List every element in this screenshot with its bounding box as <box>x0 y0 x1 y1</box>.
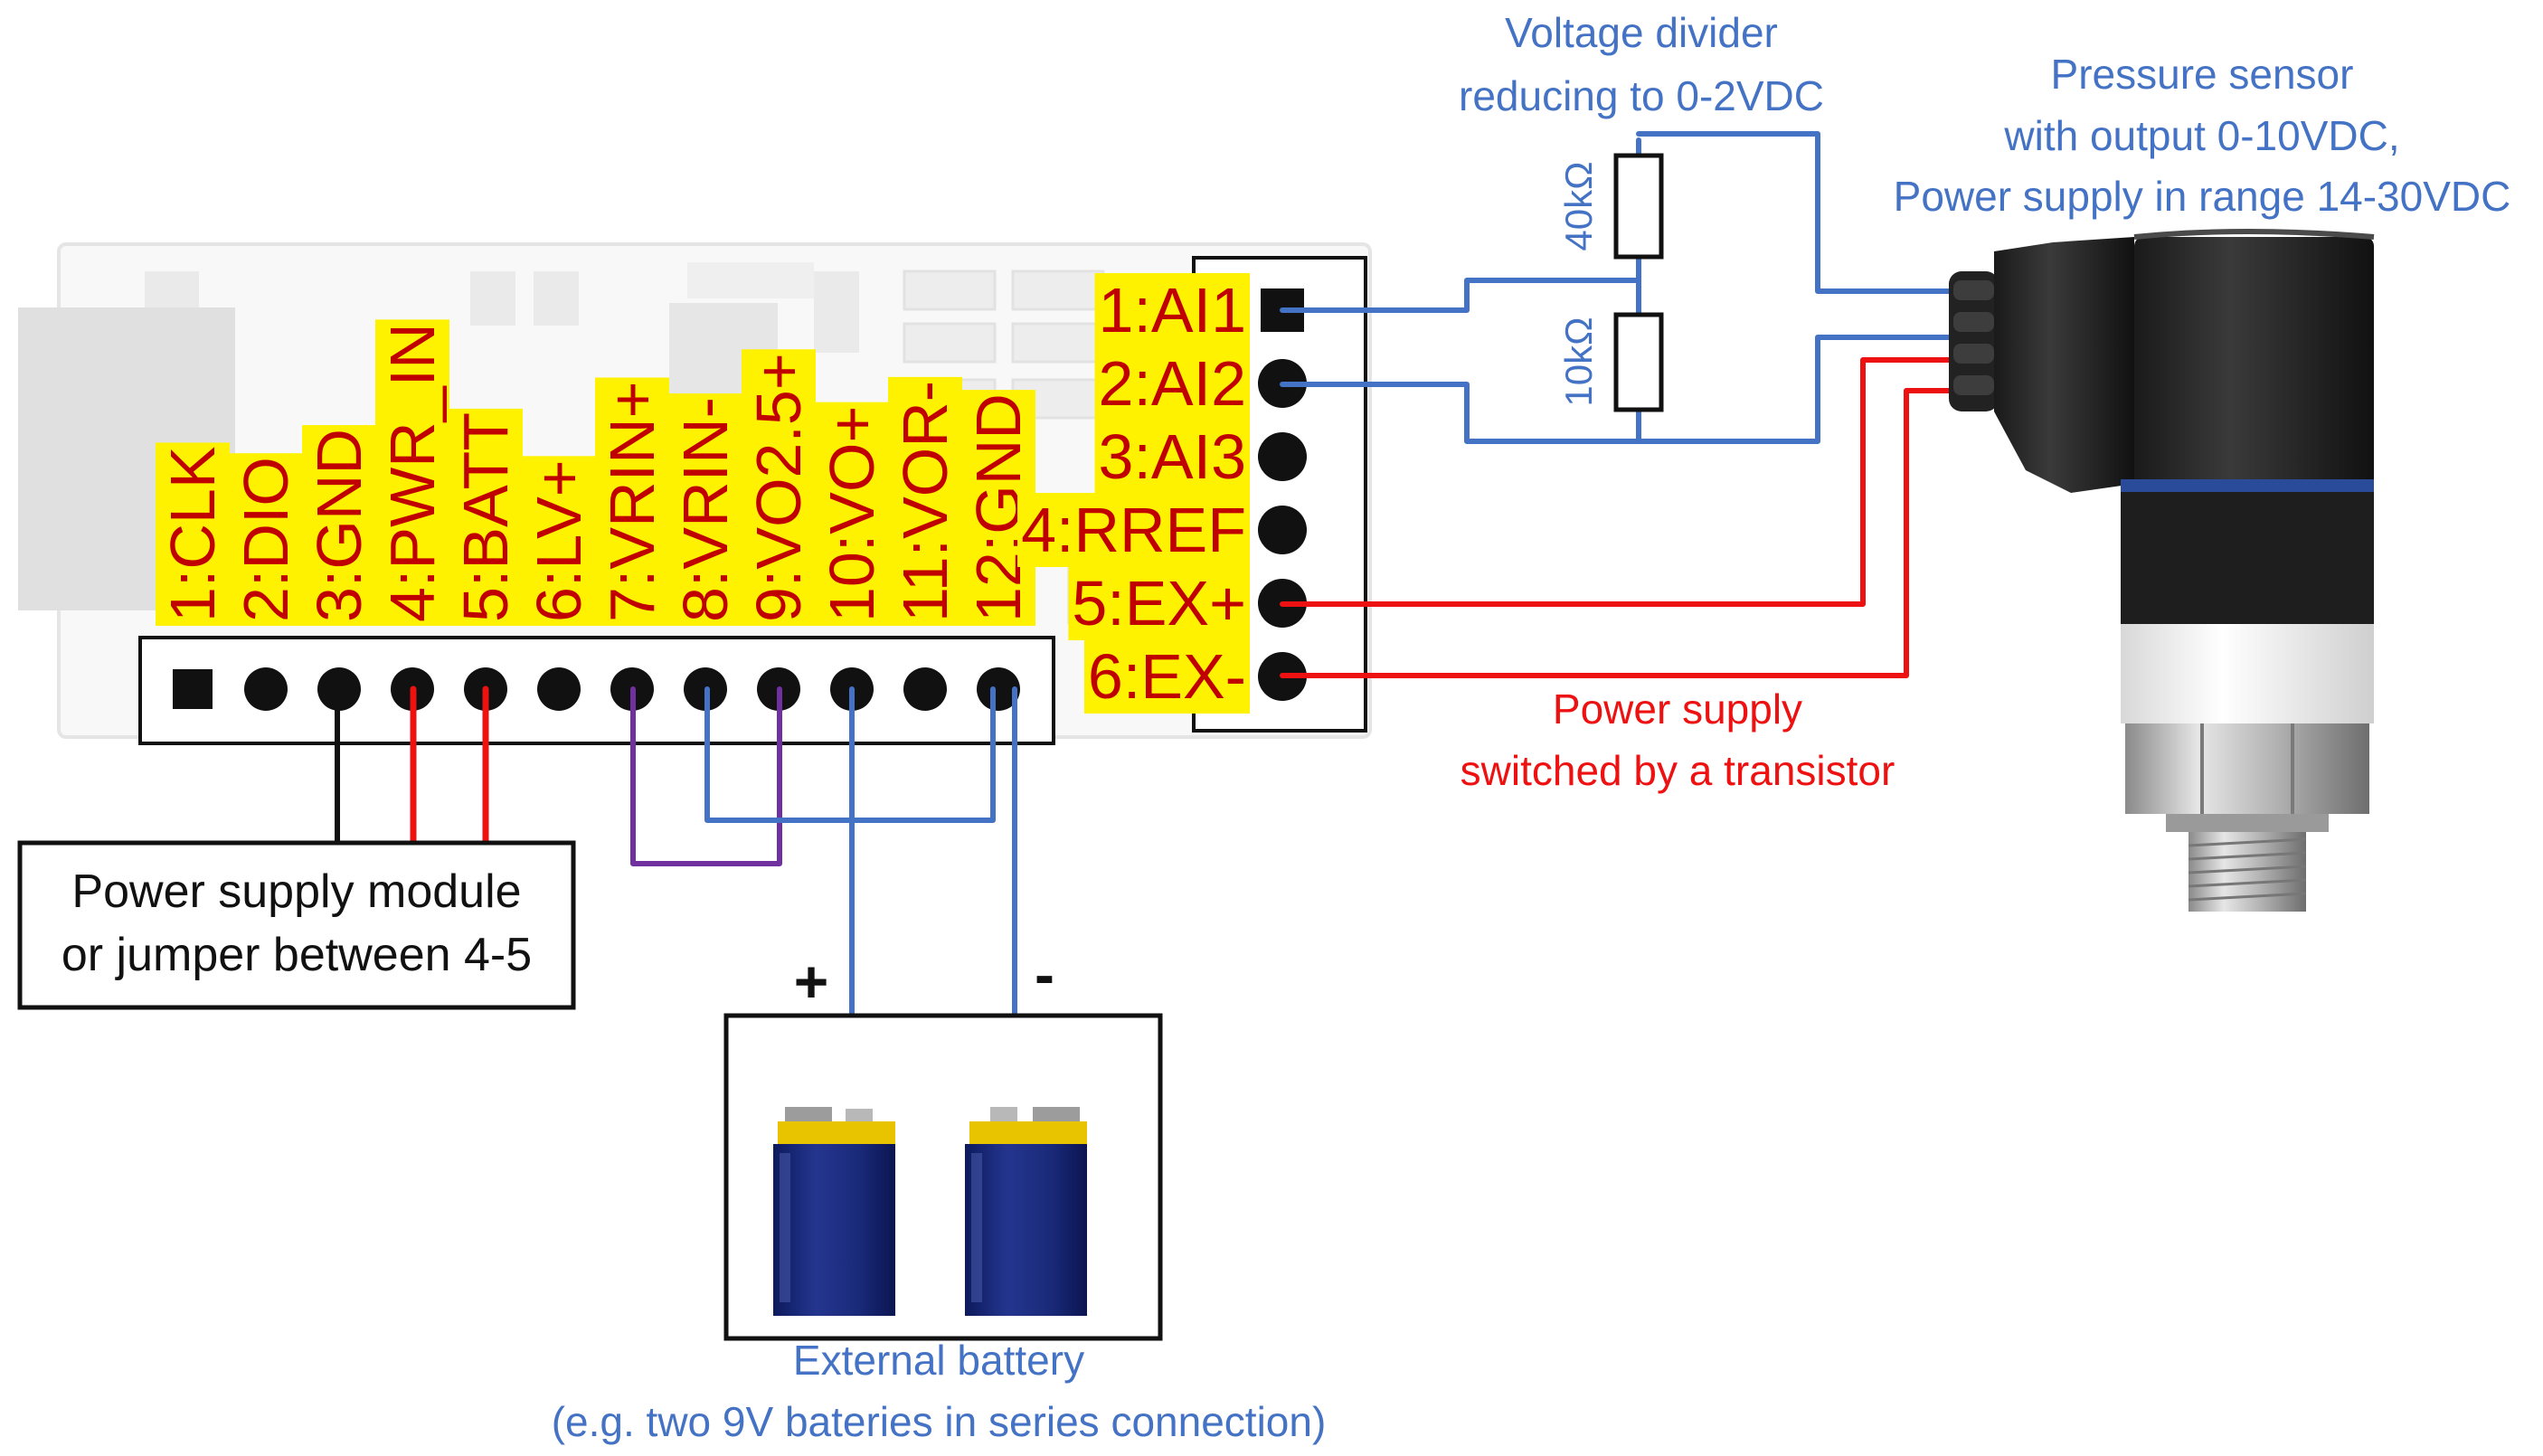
bottom-pin-label-8: 8:VRIN- <box>668 393 742 626</box>
pressure-sensor-line3: Power supply in range 14-30VDC <box>1894 173 2511 220</box>
bottom-pin-label-highlight-11 <box>888 376 962 626</box>
bottom-pin-label-highlight-1 <box>156 442 230 626</box>
battery-caption: External battery (e.g. two 9V bateries i… <box>552 1337 1327 1445</box>
pressure-sensor-line1: Pressure sensor <box>2051 51 2354 98</box>
external-battery: + - <box>723 941 1163 1341</box>
bottom-pin-label-10: 10:VO+ <box>815 402 889 626</box>
voltage-divider-caption: Voltage divider reducing to 0-2VDC <box>1459 9 1824 119</box>
side-pin-label-highlight-3 <box>1094 420 1250 494</box>
battery-cell-1 <box>773 1107 895 1316</box>
side-pin-4 <box>1258 506 1307 554</box>
side-pin-label-3: 3:AI3 <box>1094 420 1250 494</box>
side-pin-3 <box>1258 432 1307 481</box>
power-note-line2: switched by a transistor <box>1461 747 1895 794</box>
bottom-pin-label-4: 4:PWR_IN <box>375 319 449 626</box>
bottom-pin-label-6: 6:LV+ <box>522 456 596 626</box>
bottom-pin-label-9: 9:VO2.5+ <box>742 349 816 626</box>
bottom-pin-label-highlight-8 <box>668 393 742 626</box>
battery-minus-sign: - <box>1035 941 1054 1007</box>
voltage-divider-title-line1: Voltage divider <box>1505 9 1778 56</box>
side-pin-label-text-1: 1:AI1 <box>1099 275 1246 345</box>
bottom-pin-label-text-11: 11:VOR- <box>890 381 960 622</box>
bottom-pin-label-highlight-3 <box>302 425 376 626</box>
pressure-sensor-line2: with output 0-10VDC, <box>2003 112 2399 159</box>
side-pin-label-highlight-1 <box>1094 273 1250 347</box>
pressure-sensor-image <box>1949 229 2375 912</box>
bottom-pin-label-text-8: 8:VRIN- <box>670 397 741 622</box>
wire-ai2-to-divider <box>1280 335 1956 444</box>
power-module-line1: Power supply module <box>71 865 521 918</box>
bottom-pin-label-highlight-9 <box>742 349 816 626</box>
side-pin-label-highlight-2 <box>1094 346 1250 421</box>
bottom-pin-label-11: 11:VOR- <box>888 376 962 626</box>
power-module-line2: or jumper between 4-5 <box>61 929 532 981</box>
bottom-pin-11 <box>903 667 947 711</box>
bottom-pin-label-highlight-12 <box>961 390 1035 626</box>
wire-purple-jumper <box>630 686 782 866</box>
battery-cell-2 <box>965 1107 1087 1316</box>
power-supply-module: Power supply module or jumper between 4-… <box>17 840 576 1010</box>
bottom-pin-label-text-3: 3:GND <box>304 429 374 622</box>
bottom-pin-label-3: 3:GND <box>302 425 376 626</box>
bottom-pin-label-highlight-6 <box>522 456 596 626</box>
bottom-pin-label-highlight-7 <box>595 377 669 626</box>
side-pin-label-text-5: 5:EX+ <box>1072 568 1246 638</box>
bottom-pin-label-text-1: 1:CLK <box>157 446 228 622</box>
battery-caption-line2: (e.g. two 9V bateries in series connecti… <box>552 1398 1327 1445</box>
bottom-pin-label-text-5: 5:BATT <box>450 412 521 622</box>
side-pin-label-2: 2:AI2 <box>1094 346 1250 421</box>
bottom-pin-label-1: 1:CLK <box>156 442 230 626</box>
bottom-pin-6 <box>537 667 581 711</box>
bottom-pin-label-text-7: 7:VRIN+ <box>597 382 667 623</box>
side-pin-label-text-3: 3:AI3 <box>1099 421 1246 492</box>
power-note-line1: Power supply <box>1553 685 1802 733</box>
wire-ai1-to-divider <box>1280 278 1641 313</box>
power-switch-caption: Power supply switched by a transistor <box>1461 685 1895 794</box>
wire-ex-plus-to-sensor <box>1280 357 1956 607</box>
bottom-pin-label-text-4: 4:PWR_IN <box>377 323 448 622</box>
bottom-pin-label-text-6: 6:LV+ <box>524 459 594 622</box>
bottom-terminal-block <box>138 636 1055 745</box>
bottom-pin-label-text-2: 2:DIO <box>231 457 301 622</box>
resistor-40k-label: 40kΩ <box>1557 161 1600 251</box>
bottom-pin-label-text-9: 9:VO2.5+ <box>743 353 814 622</box>
voltage-divider-title-line2: reducing to 0-2VDC <box>1459 72 1824 119</box>
resistor-10k: 10kΩ <box>1557 312 1664 412</box>
side-pin-label-text-2: 2:AI2 <box>1099 348 1246 419</box>
bottom-pin-1 <box>173 669 213 709</box>
side-pin-label-text-4: 4:RREF <box>1021 495 1246 565</box>
side-pin-label-text-6: 6:EX- <box>1088 641 1246 712</box>
side-pin-label-4: 4:RREF <box>1017 493 1250 567</box>
bottom-pin-label-2: 2:DIO <box>229 453 303 626</box>
side-pin-label-highlight-4 <box>1017 493 1250 567</box>
battery-plus-sign: + <box>794 948 829 1015</box>
resistor-40k: 40kΩ <box>1557 153 1664 260</box>
bottom-pin-label-highlight-2 <box>229 453 303 626</box>
bottom-pin-label-highlight-10 <box>815 402 889 626</box>
bottom-pin-12 <box>977 667 1020 711</box>
bottom-pin-label-7: 7:VRIN+ <box>595 377 669 626</box>
resistor-10k-label: 10kΩ <box>1557 317 1600 406</box>
battery-caption-line1: External battery <box>793 1337 1084 1384</box>
side-pin-label-5: 5:EX+ <box>1068 566 1250 640</box>
side-pin-label-6: 6:EX- <box>1083 639 1250 714</box>
wire-divider-top-to-sensor <box>1636 131 1956 294</box>
bottom-pin-2 <box>244 667 288 711</box>
wire-ex-minus-to-sensor <box>1280 388 1956 678</box>
pressure-sensor-caption: Pressure sensor with output 0-10VDC, Pow… <box>1894 51 2511 220</box>
bottom-pin-label-highlight-5 <box>449 408 523 626</box>
side-pin-label-highlight-6 <box>1083 639 1250 714</box>
bottom-pin-label-highlight-4 <box>375 319 449 626</box>
bottom-pin-label-text-10: 10:VO+ <box>817 406 887 622</box>
side-pin-label-1: 1:AI1 <box>1094 273 1250 347</box>
bottom-pin-label-5: 5:BATT <box>449 408 523 626</box>
side-pin-label-highlight-5 <box>1068 566 1250 640</box>
